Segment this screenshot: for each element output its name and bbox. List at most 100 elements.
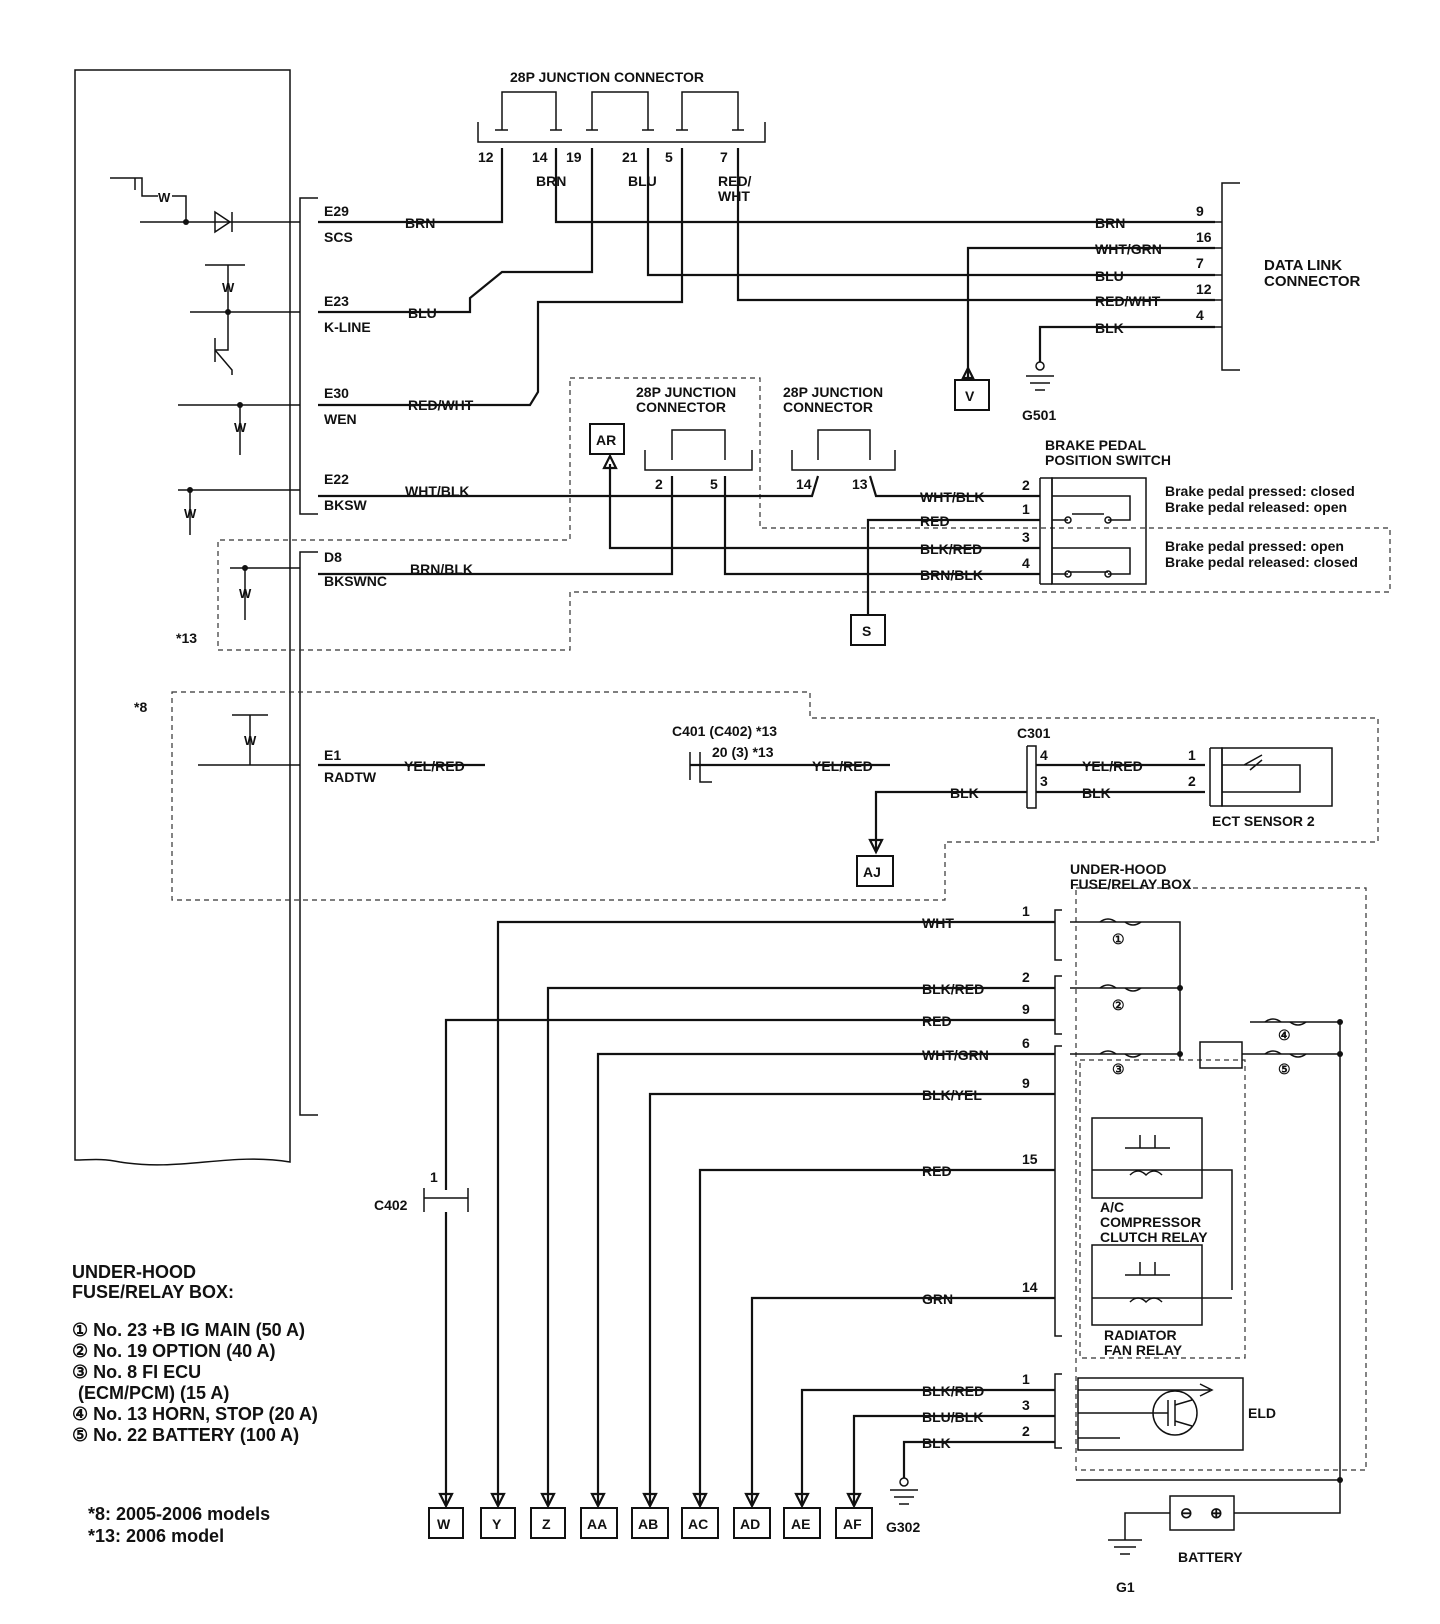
dlc-wire-blu: BLU — [1095, 268, 1124, 284]
legend-item-3: ③ No. 8 FI ECU — [72, 1362, 201, 1382]
marker-13: *13 — [176, 630, 197, 646]
dlc-pin-12: 12 — [1196, 281, 1212, 297]
jm1-title-1: 28P JUNCTION — [636, 384, 736, 400]
dlc-wire-whtgrn: WHT/GRN — [1095, 241, 1162, 257]
ref-aa: AA — [587, 1516, 607, 1532]
dashed-box-8-option — [171, 691, 1379, 901]
ref-z: Z — [542, 1516, 551, 1532]
fuse-box-title-1: UNDER-HOOD — [1070, 861, 1166, 877]
svg-text:W: W — [239, 586, 252, 601]
ecm-pin-labels: E29 SCS BRN E23 K-LINE BLU E30 WEN RED/W… — [324, 203, 474, 785]
ref-s: S — [862, 623, 871, 639]
fb-wire-red-2: RED — [922, 1163, 952, 1179]
bpps-title-2: POSITION SWITCH — [1045, 452, 1171, 468]
bpps-pin-2: 2 — [1022, 477, 1030, 493]
ref-ar: AR — [596, 432, 616, 448]
c402-label: C402 — [374, 1197, 408, 1213]
ground-g501: G501 — [1022, 407, 1056, 423]
junction-top-title: 28P JUNCTION CONNECTOR — [510, 69, 704, 85]
ref-ad: AD — [740, 1516, 760, 1532]
legend-title-2: FUSE/RELAY BOX: — [72, 1282, 234, 1302]
battery-minus-icon: ⊖ — [1180, 1505, 1193, 1522]
dlc-pin-9: 9 — [1196, 203, 1204, 219]
jm1-pin-5: 5 — [710, 476, 718, 492]
jt-label-wht: WHT — [718, 188, 750, 204]
bpps-pin-1: 1 — [1022, 501, 1030, 517]
dlc-wire-blk: BLK — [1095, 320, 1124, 336]
svg-text:W: W — [244, 733, 257, 748]
dashed-box-relay-area — [1075, 887, 1367, 1471]
junction-connector-top: 28P JUNCTION CONNECTOR 12 14 19 21 5 7 B… — [477, 69, 766, 204]
c301-wire-blk: BLK — [950, 785, 979, 801]
bpps-wire-blkred: BLK/RED — [920, 541, 982, 557]
pin-e23: E23 — [324, 293, 349, 309]
jm2-pin-13: 13 — [852, 476, 868, 492]
fb-pin-3: 3 — [1022, 1397, 1030, 1413]
ect-pin-2: 2 — [1188, 773, 1196, 789]
dlc-wire-redwht: RED/WHT — [1095, 293, 1161, 309]
fuse-mark-3: ③ — [1112, 1061, 1125, 1077]
relay1-l3: CLUTCH RELAY — [1100, 1229, 1208, 1245]
fb-wire-blkred-2: BLK/RED — [922, 1383, 984, 1399]
legend-foot-2: *13: 2006 model — [88, 1526, 224, 1546]
fuse-wire-labels: WHT 1 BLK/RED 2 RED 9 WHT/GRN 6 BLK/YEL … — [922, 903, 1038, 1451]
pin-scs: SCS — [324, 229, 353, 245]
pin-wen: WEN — [324, 411, 357, 427]
data-link-connector: DATA LINK CONNECTOR BRN 9 WHT/GRN 16 BLU… — [1022, 182, 1361, 423]
pin-bkswnc: BKSWNC — [324, 573, 387, 589]
relay1-l1: A/C — [1100, 1199, 1124, 1215]
ground-icon — [1026, 361, 1054, 391]
bpps-note-a1: Brake pedal pressed: closed — [1165, 483, 1355, 499]
svg-text:W: W — [158, 190, 171, 205]
svg-text:W: W — [184, 506, 197, 521]
c401-pin: 20 (3) *13 — [712, 744, 774, 760]
dlc-pin-16: 16 — [1196, 229, 1212, 245]
dashed-box-13-option — [217, 377, 1391, 651]
pin-e22: E22 — [324, 471, 349, 487]
fb-pin-6: 6 — [1022, 1035, 1030, 1051]
ref-ae: AE — [791, 1516, 810, 1532]
ref-af: AF — [843, 1516, 862, 1532]
jt-label-red: RED/ — [718, 173, 752, 189]
fb-pin-9a: 9 — [1022, 1001, 1030, 1017]
fuse-mark-4: ④ — [1278, 1027, 1291, 1043]
wire-e30: RED/WHT — [408, 397, 474, 413]
ect-wire-blk: BLK — [1082, 785, 1111, 801]
wire-e29: BRN — [405, 215, 435, 231]
legend-item-2: ② No. 19 OPTION (40 A) — [72, 1341, 276, 1361]
jt-pin-14: 14 — [532, 149, 548, 165]
dlc-pin-7: 7 — [1196, 255, 1204, 271]
fb-pin-14: 14 — [1022, 1279, 1038, 1295]
bpps-wire-brnblk: BRN/BLK — [920, 567, 983, 583]
dlc-pin-4: 4 — [1196, 307, 1204, 323]
fb-pin-2b: 2 — [1022, 1423, 1030, 1439]
relay2-l2: FAN RELAY — [1104, 1342, 1183, 1358]
c401-label: C401 (C402) *13 — [672, 723, 777, 739]
legend-title-1: UNDER-HOOD — [72, 1262, 196, 1282]
jt-pin-5: 5 — [665, 149, 673, 165]
jm2-title-2: CONNECTOR — [783, 399, 873, 415]
radtw-circuit: C401 (C402) *13 20 (3) *13 YEL/RED C301 … — [318, 723, 1333, 855]
ground-g302: G302 — [886, 1519, 920, 1535]
dashed-box-relays — [1079, 1059, 1246, 1359]
legend: UNDER-HOOD FUSE/RELAY BOX: ① No. 23 +B I… — [72, 1262, 318, 1546]
fb-pin-1: 1 — [1022, 903, 1030, 919]
wires-top — [318, 148, 1215, 407]
fuse-box-title-2: FUSE/RELAY BOX — [1070, 876, 1192, 892]
ref-aj: AJ — [863, 864, 881, 880]
ground-icon — [890, 1477, 918, 1505]
ref-ab: AB — [638, 1516, 658, 1532]
pin-e29: E29 — [324, 203, 349, 219]
fb-pin-1b: 1 — [1022, 1371, 1030, 1387]
eld-label: ELD — [1248, 1405, 1276, 1421]
c301-pin-4: 4 — [1040, 747, 1048, 763]
ect-wire-yelred: YEL/RED — [1082, 758, 1143, 774]
wire-e23: BLU — [408, 305, 437, 321]
ecm-body — [74, 69, 291, 1166]
wires-brake — [318, 453, 1040, 631]
ground-icon — [1108, 1539, 1142, 1555]
bpps-note-a2: Brake pedal released: open — [1165, 499, 1347, 515]
bpps-note-b2: Brake pedal released: closed — [1165, 554, 1358, 570]
dlc-wire-brn: BRN — [1095, 215, 1125, 231]
